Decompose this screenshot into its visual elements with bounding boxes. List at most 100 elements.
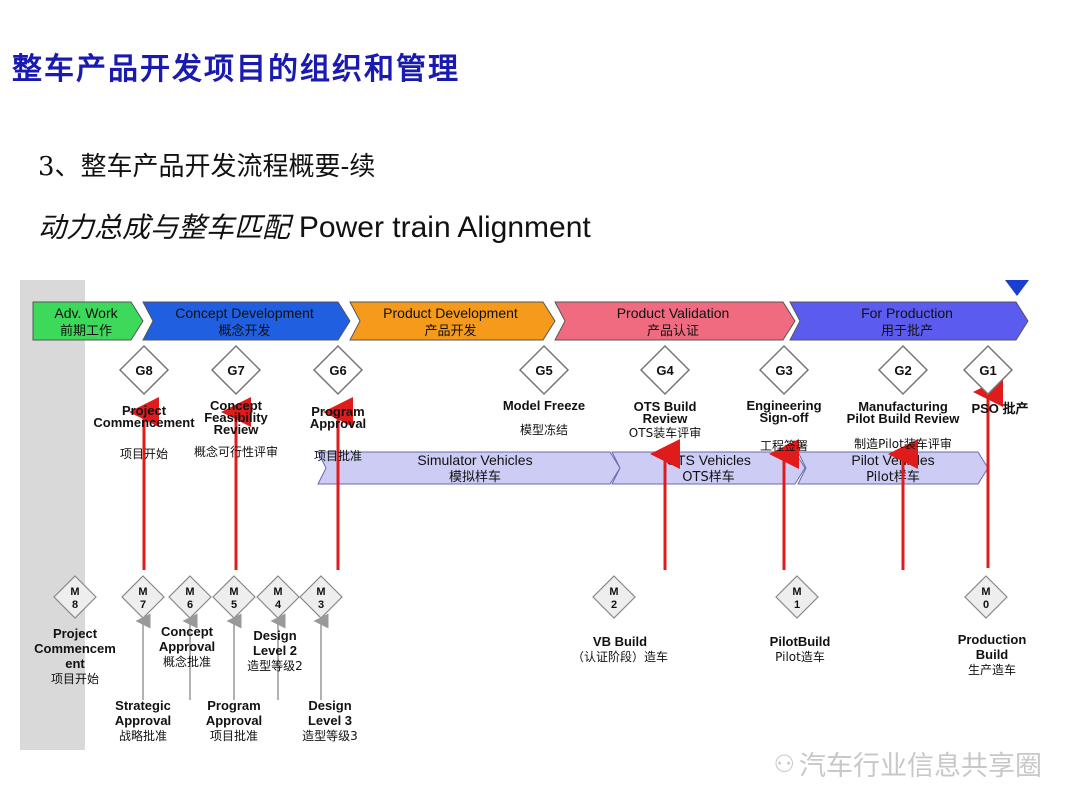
milestone-diamond xyxy=(775,575,819,619)
gate-diamond xyxy=(118,344,170,396)
wechat-icon: ⚇ xyxy=(773,749,795,778)
gate-diamond xyxy=(877,344,929,396)
milestone-id-number: 3 xyxy=(318,599,324,611)
phase-chevron: Adv. Work 前期工作 xyxy=(32,301,144,341)
gate-label-cn: 项目开始 xyxy=(120,447,168,461)
gate-label-line: Manufacturing xyxy=(858,399,948,414)
phase-label-cn: 产品认证 xyxy=(647,324,699,339)
milestone-label-line: Level 3 xyxy=(308,713,352,728)
milestone-id-number: 1 xyxy=(794,599,800,611)
milestone-label-line: Approval xyxy=(159,639,215,654)
gate-label-line: Feasibility xyxy=(204,410,268,425)
milestone-label-cn: 项目批准 xyxy=(210,728,258,743)
milestone-label-line: Production xyxy=(958,632,1027,647)
phase-chevron: Product Development 产品开发 xyxy=(349,301,556,341)
milestone-id-letter: M xyxy=(185,586,194,598)
gate-label-cn: 概念可行性评审 xyxy=(194,444,278,459)
gate-id: G8 xyxy=(135,363,152,378)
gate-label-cn: 制造Pilot装车评审 xyxy=(854,436,952,451)
phase-chevron: For Production 用于批产 xyxy=(789,301,1029,341)
milestone-id-letter: M xyxy=(229,586,238,598)
gate-label-cn: 项目批准 xyxy=(314,448,362,463)
gate-diamond xyxy=(962,344,1014,396)
phase-label-en: For Production xyxy=(861,305,953,321)
gate-id: G1 xyxy=(979,363,996,378)
process-diagram: Adv. Work 前期工作 Concept Development 概念开发 Prod… xyxy=(20,280,1029,750)
milestone-id-number: 6 xyxy=(187,599,193,611)
gate-label-line: OTS Build xyxy=(634,399,697,414)
phase-label-cn: 产品开发 xyxy=(424,323,476,339)
watermark: ⚇ 汽车行业信息共享圈 xyxy=(773,744,1042,783)
milestone-diamond xyxy=(964,575,1008,619)
milestone-label-line: ent xyxy=(65,656,85,671)
vehicle-bar-label-cn: 模拟样车 xyxy=(449,469,501,485)
milestone-id-number: 0 xyxy=(983,599,989,611)
milestone-label-cn: 生产造车 xyxy=(968,662,1016,677)
milestone-label-line: Build xyxy=(976,647,1009,662)
milestone-label-line: Approval xyxy=(206,713,262,728)
gate-label-line: Sign-off xyxy=(759,410,809,425)
milestone-label-cn: 战略批准 xyxy=(119,728,167,743)
phase-label-cn: 前期工作 xyxy=(60,323,112,339)
left-band xyxy=(20,280,85,750)
milestone-label-line: Level 2 xyxy=(253,643,297,658)
milestone-id-number: 5 xyxy=(231,599,237,611)
milestone-id-letter: M xyxy=(792,586,801,598)
milestone-label-line: Commencem xyxy=(34,641,116,656)
gate-id: G3 xyxy=(775,363,792,378)
milestone-id-letter: M xyxy=(609,586,618,598)
milestone-label-cn: 造型等级2 xyxy=(247,659,303,673)
gate-label-line: Approval xyxy=(310,416,366,431)
milestone-id-letter: M xyxy=(316,586,325,598)
milestone-label-cn: Pilot造车 xyxy=(775,649,825,664)
milestone-label-line: Program xyxy=(207,698,260,713)
watermark-text: 汽车行业信息共享圈 xyxy=(799,751,1042,782)
phase-label-en: Product Development xyxy=(383,305,518,321)
phase-label-cn: 用于批产 xyxy=(881,324,933,339)
gate-id: G7 xyxy=(227,363,244,378)
milestone-label-cn: 项目开始 xyxy=(51,672,99,686)
milestone-diamond xyxy=(592,575,636,619)
gate-label-line: Engineering xyxy=(746,398,821,413)
phase-label-en: Concept Development xyxy=(175,305,314,321)
milestone-id-letter: M xyxy=(138,586,147,598)
milestone-label-line: Approval xyxy=(115,713,171,728)
phase-label-cn: 概念开发 xyxy=(218,323,270,339)
milestone-id-number: 2 xyxy=(611,599,617,611)
gate-label-line: Commencement xyxy=(93,415,195,430)
gate-id: G4 xyxy=(656,363,674,378)
phase-label-en: Adv. Work xyxy=(54,305,118,321)
current-position-marker xyxy=(1005,280,1029,296)
gate-label-cn: OTS装车评审 xyxy=(629,425,701,440)
gate-label-line: Pilot Build Review xyxy=(847,411,961,426)
milestone-label-line: Design xyxy=(253,628,296,643)
vehicle-bar-label-cn: Pilot样车 xyxy=(866,469,920,485)
gate-label-line: Concept xyxy=(210,398,263,413)
milestone-label-line: Project xyxy=(53,626,98,641)
section-heading: 3、整车产品开发流程概要-续 xyxy=(38,152,376,182)
gate-label-line: Review xyxy=(643,411,689,426)
vehicle-bar-label-en: Simulator Vehicles xyxy=(417,452,532,468)
gate-diamond xyxy=(639,344,691,396)
vehicle-bar-label-en: OTS Vehicles xyxy=(666,452,751,468)
gate-diamond xyxy=(518,344,570,396)
gate-diamond xyxy=(758,344,810,396)
milestone-id-letter: M xyxy=(981,586,990,598)
milestone-id-number: 4 xyxy=(275,599,282,611)
